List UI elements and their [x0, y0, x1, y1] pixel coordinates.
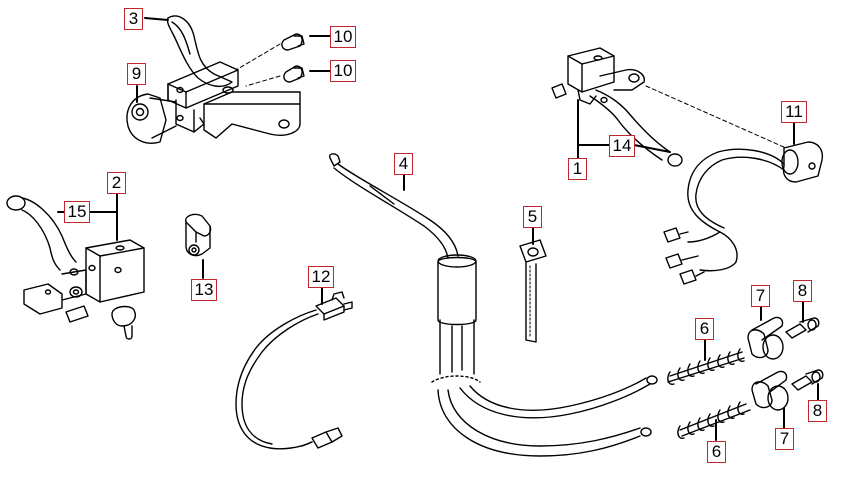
callout-1: 1: [568, 158, 587, 180]
callout-13: 13: [191, 279, 217, 301]
callout-4: 4: [394, 153, 413, 175]
right-master-cylinder-assembly: [551, 47, 683, 167]
callout-3: 3: [124, 8, 143, 30]
callout-6-lower: 6: [707, 441, 726, 463]
lever-bracket-assembly: [166, 15, 301, 139]
throttle-cable-part-4: [328, 153, 658, 457]
bolt-upper-part-8: [785, 317, 820, 339]
bolt-lower-part-8: [791, 369, 824, 391]
clamp-part-9: [126, 93, 177, 144]
callout-10-upper: 10: [330, 26, 356, 48]
guide-line-right: [645, 85, 787, 149]
callout-15: 15: [64, 201, 90, 223]
bolt-guides-top-left: [235, 43, 281, 87]
callout-7-lower: 7: [775, 428, 794, 450]
pin-lower-part-7: [751, 370, 789, 411]
callout-2: 2: [107, 172, 126, 194]
callout-8-upper: 8: [793, 280, 812, 302]
callout-8-lower: 8: [808, 400, 827, 422]
callout-7-upper: 7: [751, 285, 770, 307]
spring-lower-part-6: [677, 401, 751, 439]
callout-5: 5: [523, 206, 542, 228]
switch-wire-part-12: [235, 291, 353, 450]
callout-10-lower: 10: [330, 60, 356, 82]
switch-part-11: [663, 141, 824, 285]
spring-upper-part-6: [667, 348, 745, 385]
leader-lines: [57, 17, 819, 441]
bolts-part-10: [281, 33, 305, 83]
callout-14: 14: [609, 135, 635, 157]
callout-6-upper: 6: [695, 318, 714, 340]
callout-9: 9: [127, 63, 146, 85]
cable-tie-part-5: [519, 239, 547, 343]
pin-upper-part-7: [747, 316, 784, 360]
callout-11: 11: [781, 101, 807, 123]
clamp-part-13: [185, 213, 212, 257]
callout-12: 12: [308, 266, 334, 288]
master-cylinder-assembly: [6, 195, 145, 340]
